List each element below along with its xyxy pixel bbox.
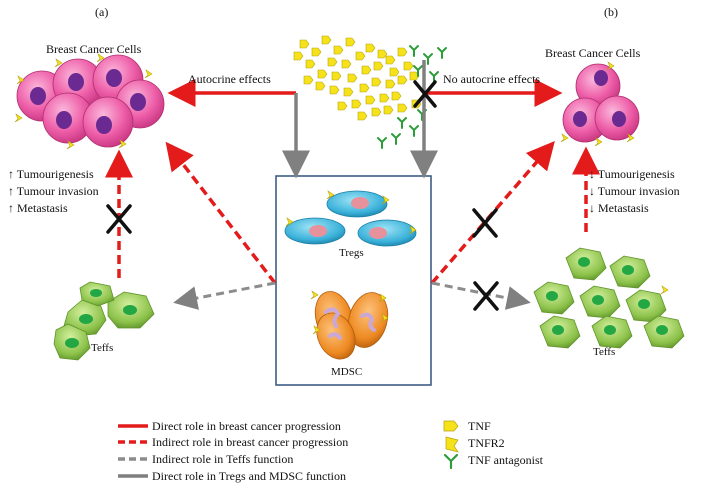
tnf-molecule [299,39,310,49]
tnf-molecule [347,73,358,83]
tnfr2-icon [445,436,459,453]
tnf-antagonist-molecule [377,137,387,149]
tnf-molecule [365,95,376,105]
key-tnf-label: TNF [468,419,491,433]
tnf-molecule [389,67,400,77]
cancer-cells-label-a: Breast Cancer Cells [46,42,142,56]
tnf-molecule [341,59,352,69]
panel-label-a: (a) [95,5,109,19]
legend-direct-cancer: Direct role in breast cancer progression [152,419,341,433]
tnf-molecule [371,77,382,87]
tnf-molecule [303,75,314,85]
tnf-antagonist-molecule [423,53,433,65]
tnf-molecule [383,105,394,115]
cancer-cells-b [560,61,640,147]
effect-item: ↓ Tumourigenesis [589,167,675,181]
tnf-antagonist-molecule [437,47,447,59]
effects-list-a: ↑ Tumourigenesis ↑ Tumour invasion ↑ Met… [8,166,99,217]
no-autocrine-label: No autocrine effects [443,72,541,86]
tnf-molecule [343,87,354,97]
tnf-molecule [379,93,390,103]
tnf-antagonist-molecule [397,117,407,129]
cancer-cells-a [14,53,165,150]
teffs-label-b: Teffs [593,346,616,358]
tnf-molecule [403,61,414,71]
tnf-molecule [351,99,362,109]
block-mark-teffs-b [473,281,499,311]
tnf-antagonist-molecule [409,125,419,137]
tnf-molecule [365,43,376,53]
legend-indirect-teffs: Indirect role in Teffs function [152,452,294,466]
tnf-antagonist-icon [443,453,459,470]
autocrine-label: Autocrine effects [188,72,271,86]
legend-direct-tregs-mdsc: Direct role in Tregs and MDSC function [152,469,346,483]
tnf-molecule [385,79,396,89]
box-to-teffs-a-arrow [173,281,276,310]
tnf-molecule [361,65,372,75]
tregs-label: Tregs [339,247,364,259]
tnf-molecule [345,37,356,47]
key-tnfr2-label: TNFR2 [468,436,505,450]
tnf-molecule [397,75,408,85]
tnf-molecule [397,103,408,113]
tnf-antagonist-molecule [409,45,419,57]
legend-indirect-cancer: Indirect role in breast cancer progressi… [152,435,349,449]
tnf-molecule [337,101,348,111]
block-mark-teffs-a [106,204,132,234]
tnf-icon [443,420,459,432]
tnf-molecule [397,47,408,57]
tnf-molecule [329,85,340,95]
mdsc-label: MDSC [331,366,363,378]
tnf-antagonist-molecule [429,71,439,83]
tnf-molecule [315,81,326,91]
tnf-molecule [357,111,368,121]
tnf-molecule [333,45,344,55]
tnf-molecule [385,55,396,65]
tregs-cells [284,190,417,247]
block-mark-no-autocrine [413,80,437,108]
effect-item: ↑ Metastasis [8,201,68,215]
tnf-molecule [391,91,402,101]
box-to-teffs-b-arrow [431,281,531,310]
effect-item: ↑ Tumour invasion [8,184,99,198]
tnf-molecule [355,51,366,61]
tnf-molecule [311,47,322,57]
tnf-molecule [371,107,382,117]
teffs-label-a: Teffs [91,342,114,354]
teffs-cells-a [53,281,155,361]
tnf-molecule [327,57,338,67]
tnf-molecule [331,71,342,81]
tnf-molecule [293,51,304,61]
tnf-molecule [409,71,420,81]
effect-item: ↓ Tumour invasion [589,184,680,198]
tnf-molecule [317,69,328,79]
teffs-cells-b [533,247,685,349]
tnf-molecule [377,49,388,59]
tnf-molecule [305,59,316,69]
effect-item: ↑ Tumourigenesis [8,167,94,181]
tnf-molecule [359,83,370,93]
key-antagonist-label: TNF antagonist [468,453,543,467]
effects-list-b: ↓ Tumourigenesis ↓ Tumour invasion ↓ Met… [589,166,680,217]
tnf-antagonist-molecule [413,65,423,77]
tnf-antagonist-molecule [391,133,401,145]
panel-label-b: (b) [604,5,618,19]
mdsc-cells [310,290,389,360]
tregs-to-cancer-a-arrow [165,141,277,285]
effect-item: ↓ Metastasis [589,201,649,215]
tnf-molecule [373,61,384,71]
block-mark-tregs-b [472,208,498,238]
tnf-molecule [321,35,332,45]
cancer-cells-label-b: Breast Cancer Cells [545,46,641,60]
